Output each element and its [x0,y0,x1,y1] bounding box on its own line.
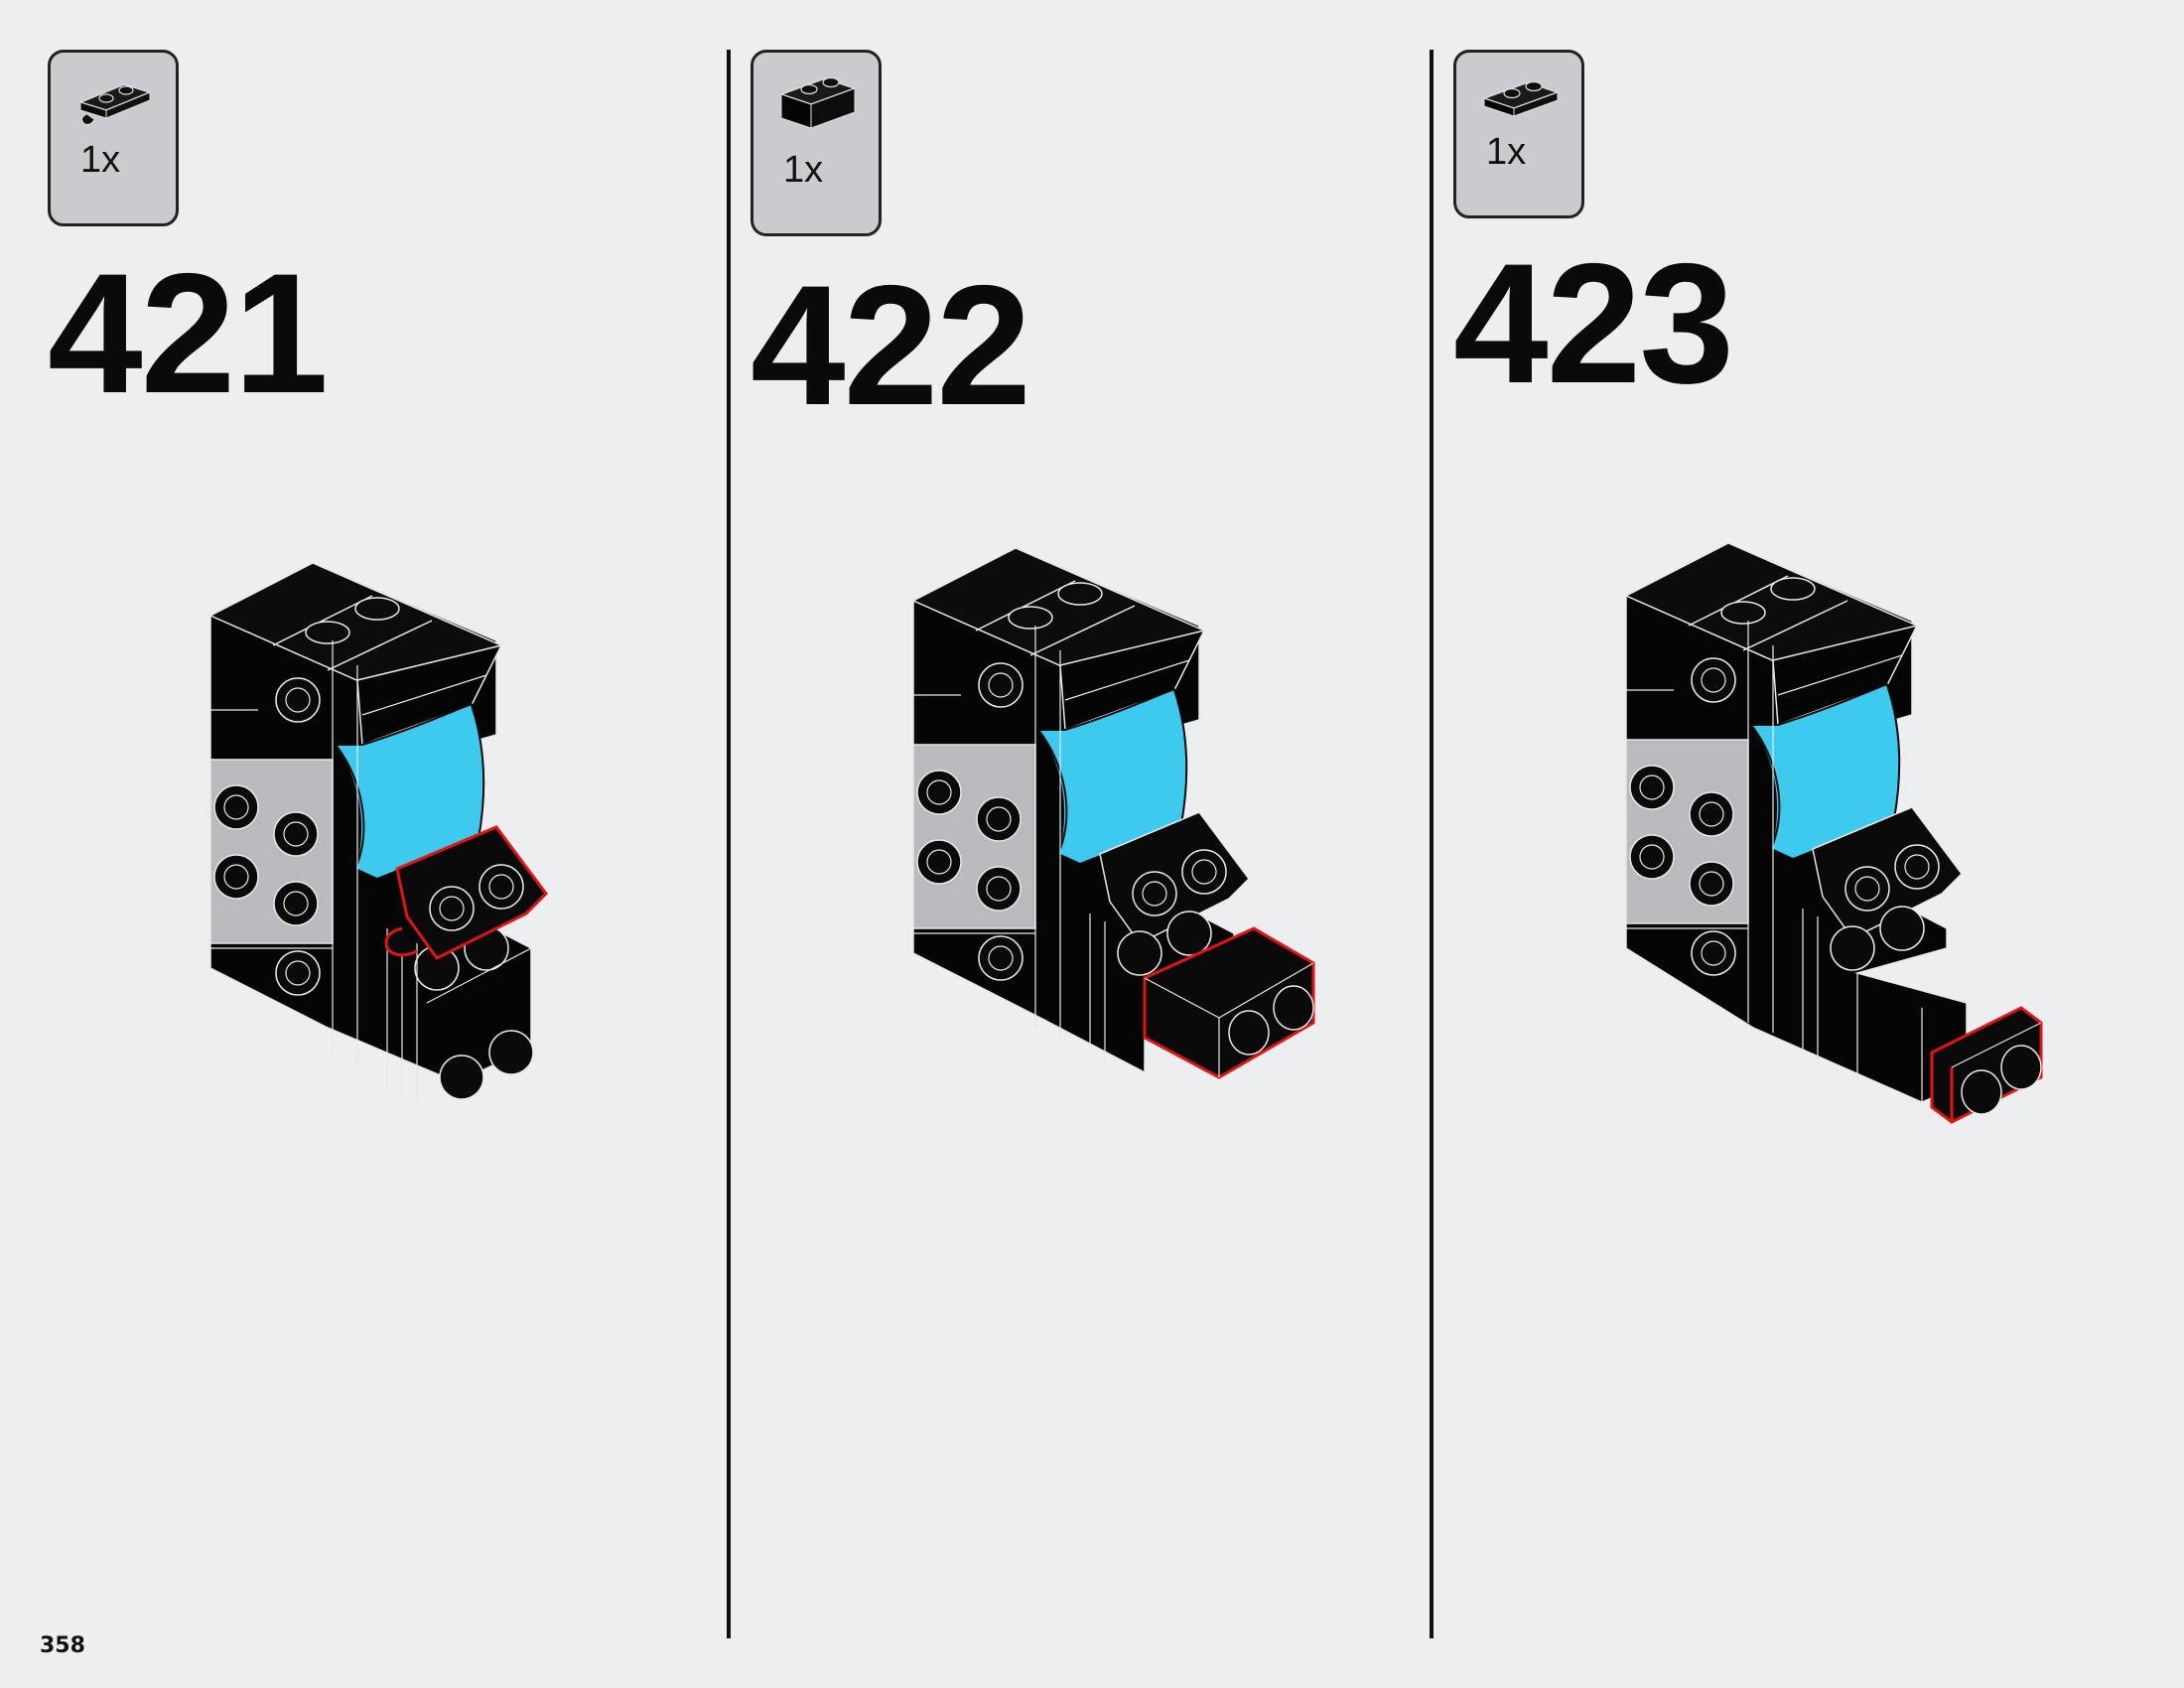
plate-1x2-clip-icon [77,83,153,126]
parts-callout: 1x [48,50,179,226]
step-number: 423 [1453,228,1734,419]
model-illustration [911,547,1315,1079]
model-illustration [208,562,548,1102]
model-illustration [1624,542,2043,1124]
page-number: 358 [40,1633,85,1658]
panel-divider [727,50,731,1638]
step-number: 422 [751,250,1031,441]
panel-divider [1430,50,1433,1638]
step-panel-423: 1x 423 [1437,0,2184,1688]
part-quantity: 1x [80,139,121,181]
part-quantity: 1x [783,149,824,191]
brick-1x2-icon [778,76,858,129]
part-quantity: 1x [1486,131,1527,173]
plate-1x2-icon [1481,80,1561,117]
parts-callout: 1x [1453,50,1584,218]
step-panel-421: 1x 421 [0,0,725,1688]
step-panel-422: 1x 422 [735,0,1430,1688]
parts-callout: 1x [751,50,882,236]
step-number: 421 [48,238,329,429]
